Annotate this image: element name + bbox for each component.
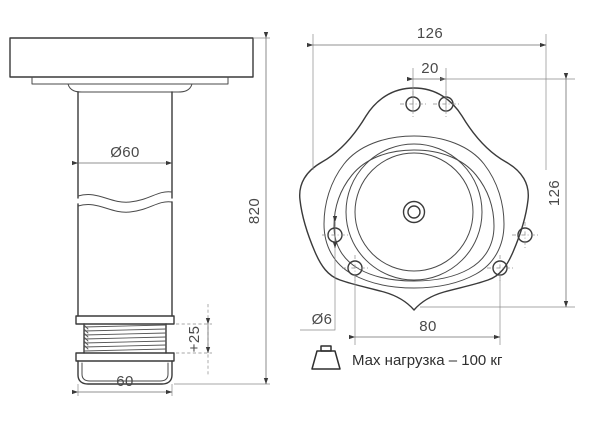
top-view-group: 126 20 126 Ø6 [299,25,575,345]
dim-label-base-width: 60 [116,373,134,390]
dim-label-tube-diameter: Ø60 [110,144,140,161]
dim-tube-diameter: Ø60 [71,144,173,166]
dim-label-total-height: 820 [246,198,263,224]
dim-plate-height: 126 [420,72,575,308]
dim-hole-diameter: Ø6 [300,215,338,331]
side-view-group: Ø60 820 +25 60 [9,31,270,396]
weight-icon [311,345,341,370]
thread-lines [83,324,167,352]
threaded-adjuster [75,315,175,362]
tube-lower [77,201,173,317]
dim-base-width: 60 [71,373,173,396]
dim-hole-span: 80 [348,276,501,345]
dim-plate-width: 126 [306,25,547,170]
dim-label-hole-pitch: 20 [421,60,439,77]
top-plate [9,37,254,93]
plate-outline [299,87,529,311]
foot-pad [77,360,173,385]
concentric-rings [323,135,505,289]
dim-label-hole-diameter: Ø6 [312,311,333,328]
dim-adjust-range: +25 [176,304,212,375]
center-boss [402,200,426,224]
dim-label-plate-width: 126 [417,25,443,42]
dim-total-height: 820 [174,31,270,385]
max-load-note: Мах нагрузка – 100 кг [311,345,503,370]
dim-hole-pitch: 20 [406,60,447,112]
max-load-text: Мах нагрузка – 100 кг [352,352,503,369]
hole-mid-right [512,222,538,248]
tube-upper [77,91,173,203]
dim-label-plate-height: 126 [546,180,563,206]
mounting-holes [322,91,538,281]
dim-label-hole-span: 80 [419,318,437,335]
dim-label-adjust-range: +25 [186,326,203,353]
